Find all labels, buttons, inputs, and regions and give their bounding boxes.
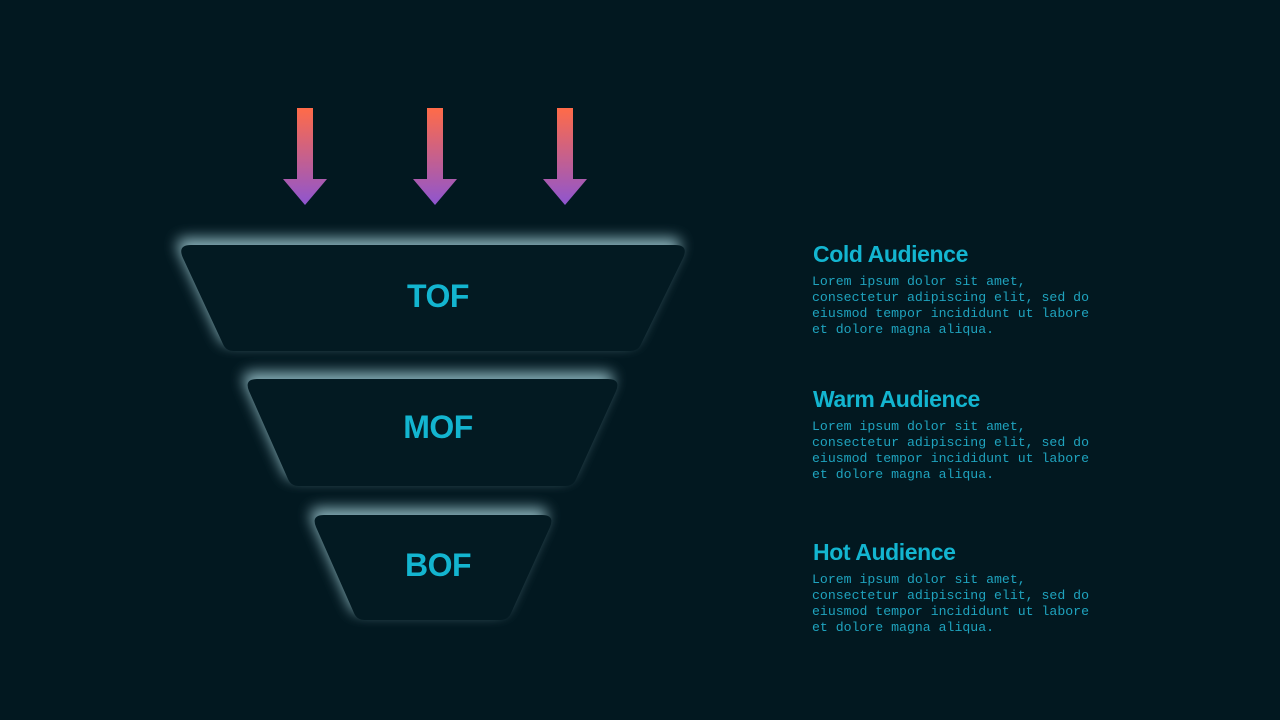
stage-title: Hot Audience: [813, 539, 956, 565]
stage-body: Lorem ipsum dolor sit amet, consectetur …: [812, 572, 1089, 635]
stage-description-hot: Hot Audience Lorem ipsum dolor sit amet,…: [812, 538, 1112, 636]
stage-description-cold: Cold Audience Lorem ipsum dolor sit amet…: [812, 240, 1112, 338]
stage-title: Warm Audience: [813, 386, 980, 412]
funnel-stage-shape: [181, 245, 685, 351]
funnel-stage-shape: [314, 515, 552, 620]
funnel-stage-label: TOF: [407, 278, 469, 314]
arrow-down-icon: [543, 108, 587, 205]
funnel-stage-mof: MOF: [243, 372, 618, 486]
arrow-down-icon: [413, 108, 457, 205]
arrows-group: [283, 108, 587, 205]
funnel-stage-label: MOF: [403, 409, 473, 445]
funnel-stage-label: BOF: [405, 547, 471, 583]
arrow-down-icon: [283, 108, 327, 205]
stage-description-warm: Warm Audience Lorem ipsum dolor sit amet…: [812, 385, 1112, 483]
stage-title: Cold Audience: [813, 241, 968, 267]
stage-body: Lorem ipsum dolor sit amet, consectetur …: [812, 419, 1089, 482]
funnel-stage-tof: TOF: [177, 238, 685, 351]
funnel-stage-shape: [247, 379, 618, 486]
stage-body: Lorem ipsum dolor sit amet, consectetur …: [812, 274, 1089, 337]
funnel-stage-bof: BOF: [310, 508, 552, 620]
